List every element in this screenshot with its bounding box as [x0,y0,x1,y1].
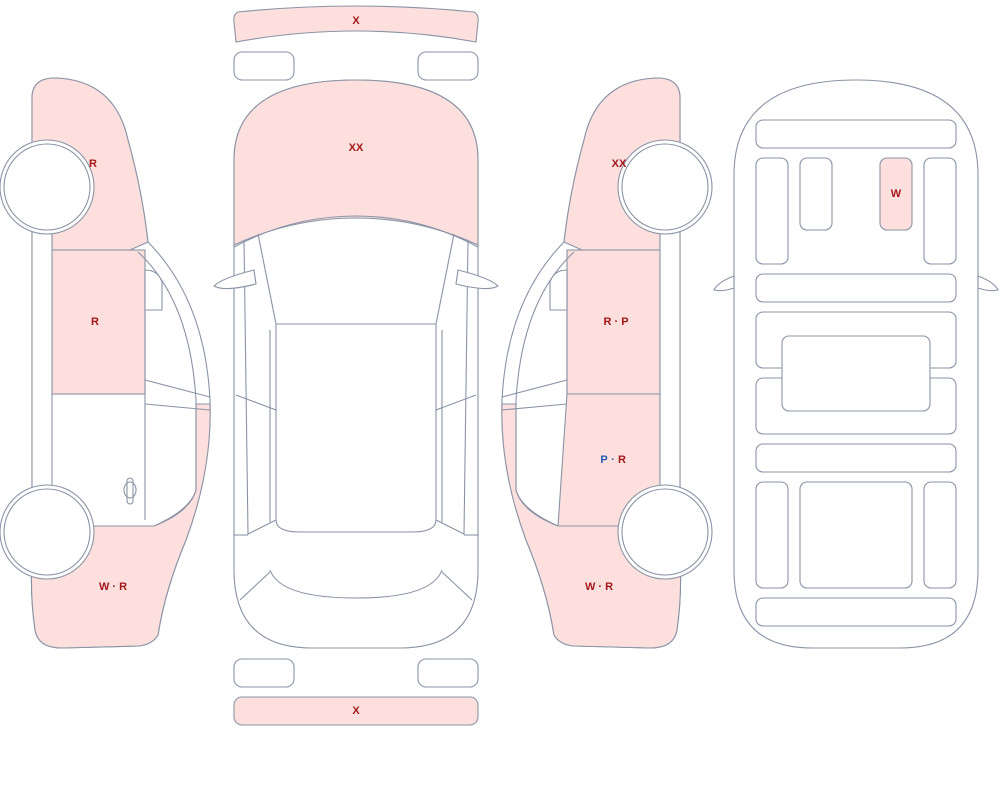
under-panel-rear[interactable] [755,597,957,627]
right-side-view: XX R · P P · R W · R [501,77,713,649]
under-panel-center-1[interactable] [799,157,833,231]
left-rocker-strip [31,231,53,527]
hood-panel[interactable] [233,79,479,246]
front-bumper-panel[interactable] [233,5,479,43]
under-panel-right-1[interactable] [923,157,957,265]
right-rear-quarter-label: W · R [585,581,613,593]
right-front-door-label: R · P [603,316,628,328]
right-mirror-under[interactable] [977,275,999,292]
underbody-panel-label: W [891,188,902,200]
front-right-headlight[interactable] [417,51,479,81]
under-panel-left-1[interactable] [755,157,789,265]
front-left-headlight[interactable] [233,51,295,81]
right-front-fender-label: XX [612,158,627,170]
left-front-fender-label: R [89,158,97,170]
right-rocker-strip [659,231,681,527]
right-mirror-side[interactable] [549,269,568,311]
under-panel-front[interactable] [755,119,957,149]
under-panel-center-2[interactable] [879,157,913,231]
rear-right-taillight[interactable] [417,658,479,688]
under-panel-right-2[interactable] [923,481,957,589]
right-rear-door-label-r: R [618,454,626,466]
windshield-outline [233,215,479,248]
under-panel-left-2[interactable] [755,481,789,589]
under-panel-bar-1[interactable] [755,273,957,303]
rear-bumper-panel[interactable] [233,696,479,726]
rear-bumper-label: X [352,705,360,717]
right-rear-door-label-p: P [600,454,607,466]
left-mirror-under[interactable] [713,275,735,292]
under-panel-mid-center[interactable] [781,335,931,412]
left-mirror-side[interactable] [144,269,163,311]
hood-label: XX [349,142,364,154]
left-front-door-panel[interactable] [51,249,146,395]
underbody-view: W [713,79,999,649]
under-panel-bar-2[interactable] [755,443,957,473]
top-view: X XX X [213,5,499,726]
right-rear-door-label-sep: · [611,454,615,466]
left-mirror-top[interactable] [213,269,257,290]
rear-left-taillight[interactable] [233,658,295,688]
right-mirror-top[interactable] [455,269,499,290]
front-bumper-label: X [352,15,360,27]
left-rear-quarter-label: W · R [99,581,127,593]
left-side-view: R R W · R [0,77,211,649]
under-panel-center-3[interactable] [799,481,913,589]
left-front-door-label: R [91,316,99,328]
